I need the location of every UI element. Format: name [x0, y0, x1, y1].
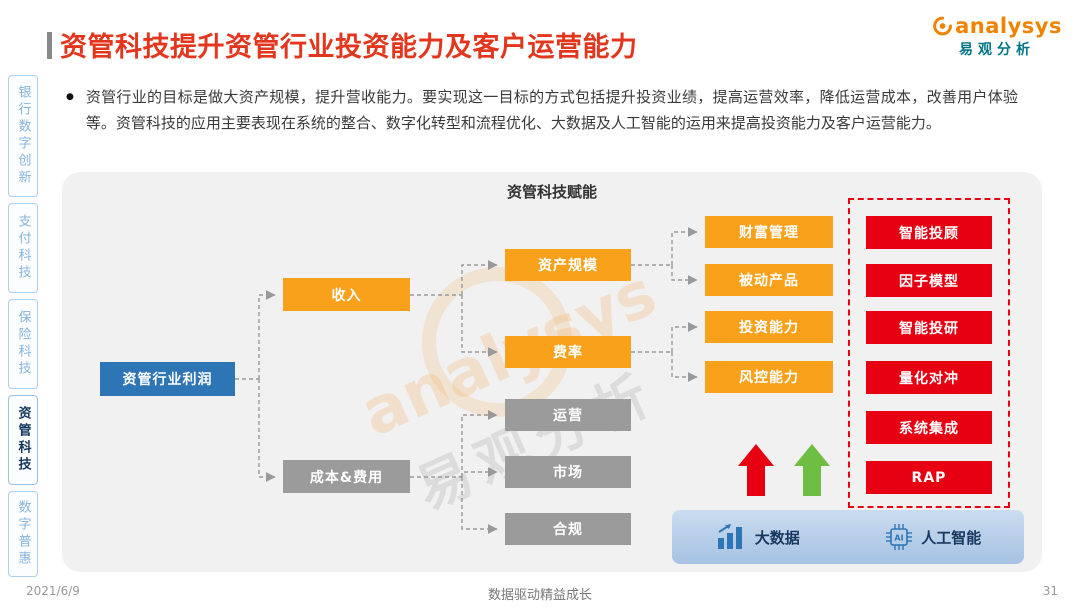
sidebar-item-asset-mgmt-tech[interactable]: 资管科技	[8, 395, 38, 485]
node-income: 收入	[283, 278, 410, 311]
enabler-bar: 大数据 AI 人工智能	[672, 510, 1024, 564]
node-industry-profit: 资管行业利润	[100, 362, 235, 396]
node-invest-ability: 投资能力	[705, 311, 833, 343]
sidebar-item-bank-digital-innovation[interactable]: 银行数字创新	[8, 75, 38, 197]
ai-chip-icon: AI	[886, 524, 913, 550]
up-arrow-green-icon	[794, 444, 830, 496]
node-passive-product: 被动产品	[705, 264, 833, 296]
intro-paragraph: 资管行业的目标是做大资产规模，提升营收能力。要实现这一目标的方式包括提升投资业绩…	[85, 88, 1018, 132]
footer-slogan: 数据驱动精益成长	[487, 588, 592, 603]
title-accent-bar	[47, 32, 52, 59]
analysys-logo: analysys 易观分析	[932, 14, 1062, 59]
bullet-icon: ●	[66, 92, 74, 102]
bar-chart-icon	[717, 524, 742, 549]
sidebar-item-payment-tech[interactable]: 支付科技	[8, 203, 38, 293]
logo-wordmark: analysys	[955, 14, 1062, 38]
tech-dashed-frame	[848, 198, 1010, 508]
node-cost-expense: 成本&费用	[283, 460, 410, 493]
tech-item-rap: RAP	[866, 461, 992, 494]
diagram-panel: analysys 易观分析 资管科技赋能	[62, 172, 1042, 572]
connector-lines	[235, 227, 698, 534]
up-arrow-red-icon	[738, 444, 774, 496]
sidebar-item-insurance-tech[interactable]: 保险科技	[8, 299, 38, 389]
node-wealth-mgmt: 财富管理	[705, 216, 833, 248]
big-data-item: 大数据	[715, 523, 800, 551]
ai-item: AI 人工智能	[885, 523, 981, 551]
node-fee-rate: 费率	[505, 336, 631, 368]
page-title: 资管科技提升资管行业投资能力及客户运营能力	[60, 32, 638, 63]
node-operation: 运营	[505, 399, 631, 431]
node-compliance: 合规	[505, 513, 631, 545]
ai-label: 人工智能	[921, 528, 982, 547]
tech-item-system-integration: 系统集成	[866, 411, 992, 444]
diagram-title: 资管科技赋能	[506, 183, 597, 201]
logo-subtitle: 易观分析	[959, 42, 1035, 58]
node-asset-scale: 资产规模	[505, 249, 631, 281]
tech-item-smart-advisory: 智能投顾	[866, 216, 992, 249]
analysys-swirl-icon	[933, 16, 952, 36]
tech-item-quant-hedging: 量化对冲	[866, 361, 992, 394]
footer-page-number: 31	[1042, 584, 1058, 598]
big-data-label: 大数据	[754, 528, 800, 547]
intro-block: ● 资管行业的目标是做大资产规模，提升营收能力。要实现这一目标的方式包括提升投资…	[66, 85, 1018, 136]
ai-chip-label: AI	[895, 534, 904, 543]
tech-item-factor-model: 因子模型	[866, 264, 992, 297]
footer-date: 2021/6/9	[26, 584, 80, 598]
node-risk-ability: 风控能力	[705, 361, 833, 393]
node-market: 市场	[505, 456, 631, 488]
tech-item-smart-research: 智能投研	[866, 311, 992, 344]
sidebar-item-digital-inclusion[interactable]: 数字普惠	[8, 491, 38, 577]
